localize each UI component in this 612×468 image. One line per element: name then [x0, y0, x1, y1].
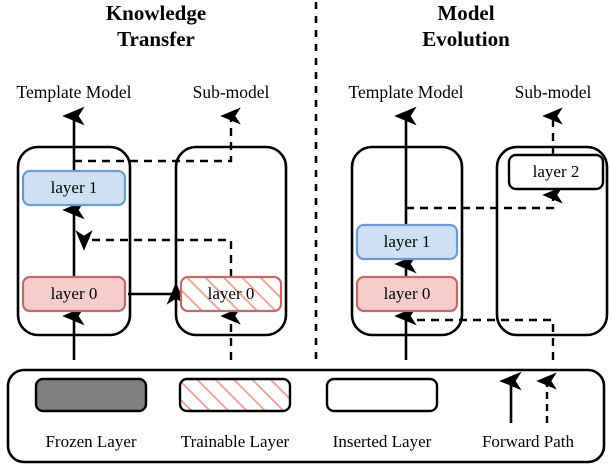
panel-model-evolution: layer 2 layer 1 layer 0 [350, 106, 609, 360]
panel-title-left-line1: Knowledge [106, 1, 206, 25]
panel-title-right-line1: Model [437, 1, 494, 25]
legend-swatch-trainable-layer [178, 377, 292, 413]
legend-label-forward-path: Forward Path [482, 432, 575, 451]
column-label-submodel-right: Sub-model [515, 82, 592, 102]
dashed-path-sm-layer0-to-template-left [75, 230, 233, 277]
box-sm-layer-0-trainable [179, 275, 283, 313]
panel-title-left-line2: Transfer [117, 27, 195, 51]
dashed-path-input-to-tm-layer0-right [395, 307, 555, 360]
legend-swatch-inserted-layer [325, 377, 439, 413]
box-tm-layer-1-right-label: layer 1 [384, 232, 431, 251]
column-label-template-left: Template Model [17, 82, 132, 102]
panel-title-right-line2: Evolution [422, 27, 510, 51]
column-label-submodel-left: Sub-model [193, 82, 270, 102]
legend-label-frozen-layer: Frozen Layer [45, 432, 136, 451]
panel-knowledge-transfer: layer 1 layer 0 layer 0 [16, 106, 288, 360]
box-tm-layer-0-right [355, 275, 459, 313]
dashed-path-template-to-sm-output-left [74, 107, 241, 163]
box-tm-layer-1-left [21, 169, 127, 207]
dashed-path-tm-to-sm-layer2-right [406, 186, 563, 210]
legend-label-inserted-layer: Inserted Layer [333, 432, 432, 451]
box-sm-layer-2-inserted-label: layer 2 [533, 162, 580, 181]
legend-container [6, 368, 606, 464]
box-tm-layer-0-left-label: layer 0 [51, 284, 98, 303]
box-sm-layer-0-trainable-label: layer 0 [208, 284, 255, 303]
box-tm-layer-0-right-label: layer 0 [384, 284, 431, 303]
box-tm-layer-1-right [355, 223, 459, 261]
legend-label-trainable-layer: Trainable Layer [181, 432, 290, 451]
column-label-template-right: Template Model [349, 82, 464, 102]
legend-swatch-frozen-layer [34, 377, 148, 413]
box-tm-layer-1-left-label: layer 1 [51, 178, 98, 197]
box-tm-layer-0-left [21, 275, 127, 313]
legend: Frozen Layer Trainable Layer Inserted La… [6, 368, 606, 464]
box-sm-layer-2-inserted [507, 153, 605, 191]
